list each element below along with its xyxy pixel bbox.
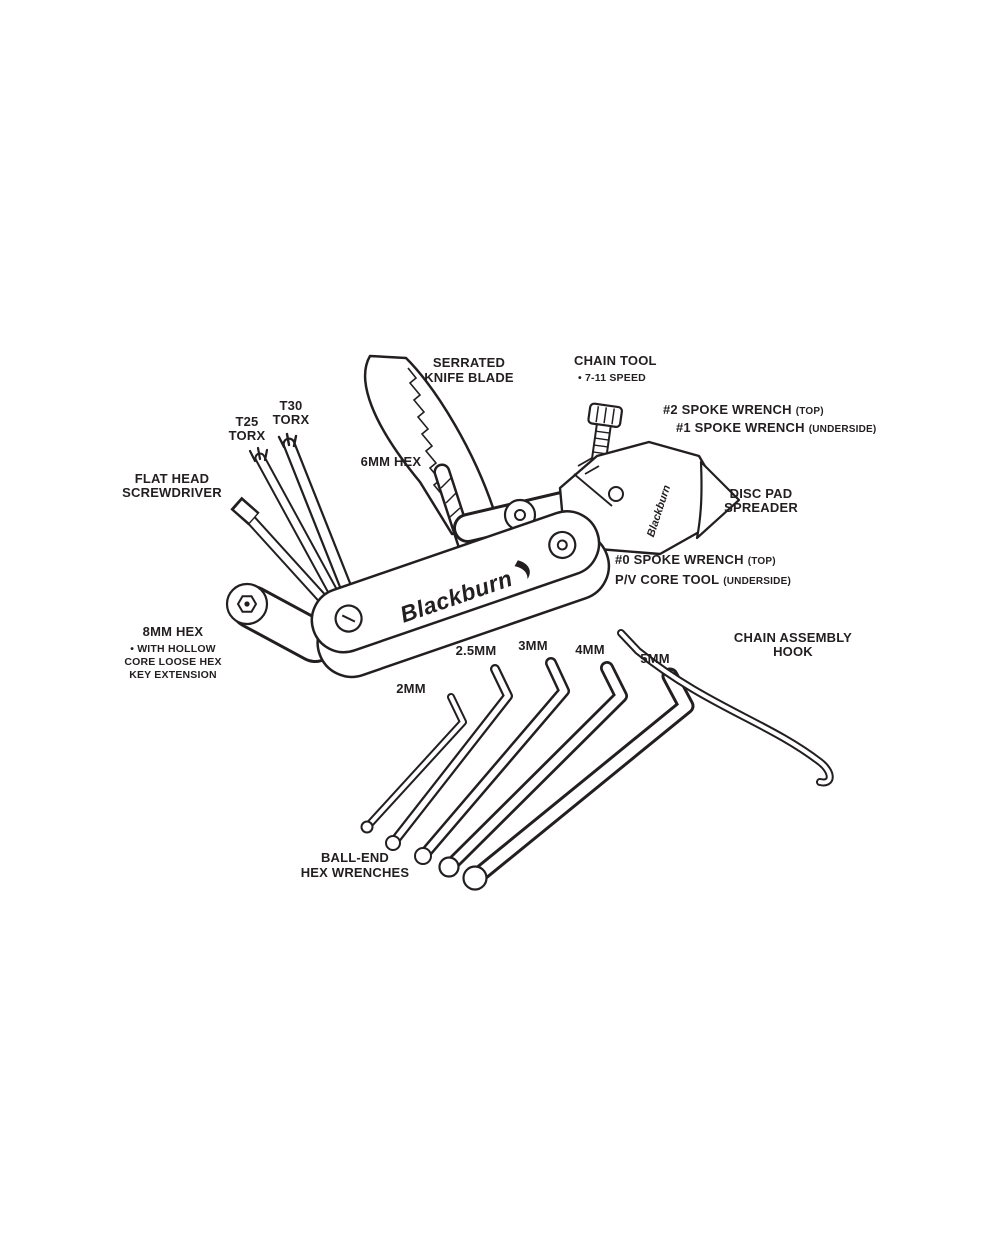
label-spoke-wrench-0-text: #0 SPOKE WRENCH: [615, 552, 744, 567]
label-size-5mm: 5MM: [640, 651, 670, 666]
label-spoke-wrench-2-text: #2 SPOKE WRENCH: [663, 402, 792, 417]
label-spoke-wrench-2: #2 SPOKE WRENCH (TOP): [663, 402, 824, 417]
label-ball-end-line1: BALL-END: [321, 850, 389, 865]
label-hex-8mm-note1: • WITH HOLLOW: [130, 643, 216, 655]
hex-wrench-4mm-shape: [438, 661, 628, 878]
label-chain-hook-line2: HOOK: [773, 644, 813, 659]
hex-wrench-5mm-shape: [462, 667, 695, 891]
ball-end-2mm: [360, 820, 374, 834]
label-spoke-wrench-0-suffix: (TOP): [748, 556, 776, 567]
label-chain-hook-line1: CHAIN ASSEMBLY: [734, 630, 852, 645]
chain-tool-shape: Blackburn: [558, 402, 741, 556]
label-disc-pad-line1: DISC PAD: [730, 486, 793, 501]
disc-pad-spreader-wedge: [695, 460, 741, 540]
flat-head-screwdriver-shape: [230, 496, 328, 604]
label-spoke-wrench-1: #1 SPOKE WRENCH (UNDERSIDE): [676, 420, 876, 435]
label-pv-core-suffix: (UNDERSIDE): [723, 576, 791, 587]
label-torx-t30-line2: TORX: [273, 412, 310, 427]
label-size-4mm: 4MM: [575, 642, 605, 657]
label-chain-tool-line2: • 7-11 SPEED: [578, 372, 646, 384]
label-size-3mm: 3MM: [518, 638, 548, 653]
chain-tool-pin-hole: [608, 486, 624, 502]
label-spoke-wrench-2-suffix: (TOP): [796, 406, 824, 417]
label-disc-pad-line2: SPREADER: [724, 500, 798, 515]
hex-wrench-3mm-shape: [414, 657, 570, 865]
label-flat-head-line2: SCREWDRIVER: [122, 485, 222, 500]
hollow-core-hex-socket: [236, 595, 258, 613]
ball-end-5mm: [462, 865, 488, 891]
label-spoke-wrench-1-suffix: (UNDERSIDE): [809, 424, 877, 435]
label-size-2point5mm: 2.5MM: [456, 643, 497, 658]
label-torx-t30-line1: T30: [279, 398, 302, 413]
ball-end-2point5mm: [385, 835, 401, 851]
label-torx-t25-line1: T25: [235, 414, 258, 429]
label-serrated-knife-line1: SERRATED: [433, 355, 505, 370]
chain-assembly-hook-shape: [617, 629, 834, 787]
body-bolt-right: [548, 530, 577, 560]
hex-wrench-2point5mm-shape: [385, 664, 513, 851]
label-chain-tool-line1: CHAIN TOOL: [574, 353, 657, 368]
label-pv-core-text: P/V CORE TOOL: [615, 572, 719, 587]
hex-wrench-2mm-shape: [360, 693, 467, 834]
label-pv-core: P/V CORE TOOL (UNDERSIDE): [615, 572, 791, 587]
hex-8mm-cylinder-shape: [225, 582, 337, 663]
label-hex-8mm-note2: CORE LOOSE HEX: [124, 656, 221, 668]
label-hex-8mm-title: 8MM HEX: [143, 624, 204, 639]
ball-end-3mm: [414, 847, 432, 865]
label-hex-6mm: 6MM HEX: [361, 454, 422, 469]
torx-t30-bit-shape: [277, 432, 352, 592]
torx-t25-bit-shape: [248, 446, 338, 596]
label-spoke-wrench-0: #0 SPOKE WRENCH (TOP): [615, 552, 776, 567]
label-serrated-knife-line2: KNIFE BLADE: [424, 370, 514, 385]
label-size-2mm: 2MM: [396, 681, 426, 696]
label-flat-head-line1: FLAT HEAD: [135, 471, 210, 486]
ball-end-4mm: [438, 856, 460, 878]
multi-tool-body-shape: Blackburn: [310, 510, 611, 679]
label-ball-end-line2: HEX WRENCHES: [301, 865, 410, 880]
label-hex-8mm-note3: KEY EXTENSION: [129, 669, 217, 681]
label-torx-t25-line2: TORX: [229, 428, 266, 443]
blackburn-flame-icon: [514, 560, 530, 580]
label-spoke-wrench-1-text: #1 SPOKE WRENCH: [676, 420, 805, 435]
